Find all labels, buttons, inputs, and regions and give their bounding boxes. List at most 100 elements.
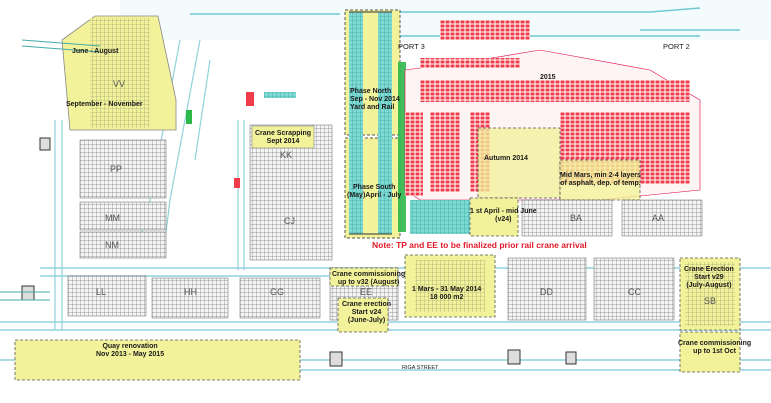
crane-commissioning-v32-line-1: Crane commissioning	[332, 271, 406, 278]
phase-south-line-2: (May)April - July	[347, 192, 402, 199]
block-ll	[67, 275, 147, 317]
zone-dd: DD	[540, 287, 553, 297]
quay-renovation-line-1: Quay renovation	[102, 343, 158, 350]
crane-scrapping-line-1: Crane Scrapping	[255, 130, 312, 137]
grid-vv	[90, 18, 150, 128]
quay-cranes	[21, 137, 577, 367]
phase-north-line-1: Phase North	[350, 88, 392, 95]
teal-lower-area	[410, 200, 470, 234]
mid-mars-label: Mid Mars, min 2-4 layers of asphalt, dep…	[560, 172, 641, 188]
zone-cj: CJ	[284, 216, 295, 226]
crane-erection-v29-line-2: Start v29	[694, 274, 724, 281]
crane-commissioning-v32-label: Crane commissioning up to v32 (August)	[332, 271, 405, 287]
april-june-line-1: 1 st April - mid June	[470, 208, 537, 215]
block-ba	[521, 199, 613, 237]
phase-north-line-3: Yard and Rail	[350, 104, 395, 111]
crane-scrapping-label: Crane Scrapping Sept 2014	[255, 130, 311, 146]
crane-erection-v24-line-3: (June-July)	[347, 317, 386, 324]
block-sb-grid	[685, 262, 735, 326]
mars-may-label: 1 Mars - 31 May 2014 18 000 m2	[412, 286, 481, 302]
april-june-label: 1 st April - mid June (v24)	[470, 208, 537, 224]
phase-south-line-1: Phase South	[353, 184, 396, 191]
red-blocks-top	[440, 20, 530, 40]
crane-commissioning-oct-line-1: Crane commissioning	[678, 340, 752, 347]
red-blocks-a	[420, 58, 520, 68]
april-june-line-2: (v24)	[495, 216, 512, 223]
year-label: 2015	[540, 74, 556, 81]
zone-ee: EE	[360, 287, 373, 297]
crane-rail-lines	[0, 39, 101, 301]
zone-pp: PP	[110, 164, 123, 174]
crane-erection-v24-line-2: Start v24	[351, 309, 382, 316]
teal-column-right	[378, 12, 392, 234]
crane-erection-v29-line-1: Crane Erection	[684, 266, 734, 273]
road-label: RIGA STREET	[402, 365, 439, 371]
zone-nm: NM	[105, 240, 119, 250]
block-dd	[507, 257, 587, 321]
zone-mm: MM	[105, 213, 120, 223]
crane-scrapping-line-2: Sept 2014	[266, 138, 300, 145]
crane-erection-v29-line-3: (July-August)	[686, 282, 732, 289]
zone-sb: SB	[704, 296, 717, 306]
crane-commissioning-oct-line-2: up to 1st Oct	[693, 348, 736, 355]
block-mm	[79, 201, 167, 231]
crane-commissioning-oct-label: Crane commissioning up to 1st Oct	[678, 340, 751, 356]
block-cc	[593, 257, 675, 321]
red-blocks-b	[420, 80, 690, 102]
crane-commissioning-v32-area	[329, 267, 399, 287]
mid-mars-area	[559, 159, 641, 201]
zone-cc: CC	[628, 287, 641, 297]
block-aa	[621, 199, 703, 237]
crane-erection-v24-label: Crane erection Start v24 (June-July)	[342, 301, 391, 325]
june-august-label: June - August	[72, 48, 119, 55]
zone-kk: KK	[280, 150, 293, 160]
rail-frame	[349, 11, 392, 235]
red-blocks-f	[405, 112, 423, 196]
red-marker-1	[234, 178, 240, 188]
port-3-label: PORT 3	[398, 42, 425, 51]
green-marker-1	[186, 110, 192, 124]
sept-nov-label: September - November	[66, 101, 143, 108]
zone-aa: AA	[652, 213, 665, 223]
quay-renovation-line-2: Nov 2013 - May 2015	[96, 351, 165, 358]
zone-hh: HH	[184, 287, 197, 297]
crane-erection-v24-area	[337, 297, 389, 333]
mars-may-line-2: 18 000 m2	[429, 294, 464, 301]
crane-erection-v29-label: Crane Erection Start v29 (July-August)	[684, 266, 734, 290]
red-marker-2	[246, 92, 254, 106]
port-2-label: PORT 2	[663, 42, 690, 51]
zone-ll: LL	[96, 287, 107, 297]
phase-north-label: Phase North Sep - Nov 2014 Yard and Rail	[350, 88, 400, 112]
block-hh	[151, 277, 229, 319]
finalize-note: Note: TP and EE to be finalized prior ra…	[372, 240, 587, 250]
quay-renovation-strip	[14, 339, 301, 381]
zone-vv: VV	[113, 79, 126, 89]
zone-gg: GG	[270, 287, 285, 297]
crane-commissioning-v32-line-2: up to v32 (August)	[337, 279, 400, 286]
april-june-area	[469, 197, 519, 237]
zone-ba: BA	[570, 213, 583, 223]
green-strip	[398, 62, 406, 232]
teal-marker-1	[264, 92, 296, 98]
crane-scrapping-area	[251, 125, 315, 149]
crane-commissioning-oct-area	[679, 331, 741, 373]
block-nm	[79, 231, 167, 259]
phase-north-line-2: Sep - Nov 2014	[350, 96, 400, 103]
crane-erection-v24-line-1: Crane erection	[342, 301, 392, 308]
vertical-rails	[54, 120, 245, 330]
block-gg	[239, 277, 321, 319]
teal-column-left	[349, 12, 363, 234]
autumn-label: Autumn 2014	[484, 155, 528, 162]
red-blocks-c	[430, 112, 460, 192]
top-road-lines	[190, 7, 740, 37]
quay-renovation-label: Quay renovation Nov 2013 - May 2015	[96, 343, 164, 359]
mars-may-grid	[415, 260, 485, 312]
mid-mars-line-1: Mid Mars, min 2-4 layers	[560, 172, 641, 179]
block-pp	[79, 139, 167, 199]
phase-south-label: Phase South (May)April - July	[347, 184, 401, 200]
mars-may-line-1: 1 Mars - 31 May 2014	[412, 286, 482, 293]
autumn-area	[477, 127, 561, 199]
mid-mars-line-2: of asphalt, dep. of temp.	[560, 180, 641, 187]
